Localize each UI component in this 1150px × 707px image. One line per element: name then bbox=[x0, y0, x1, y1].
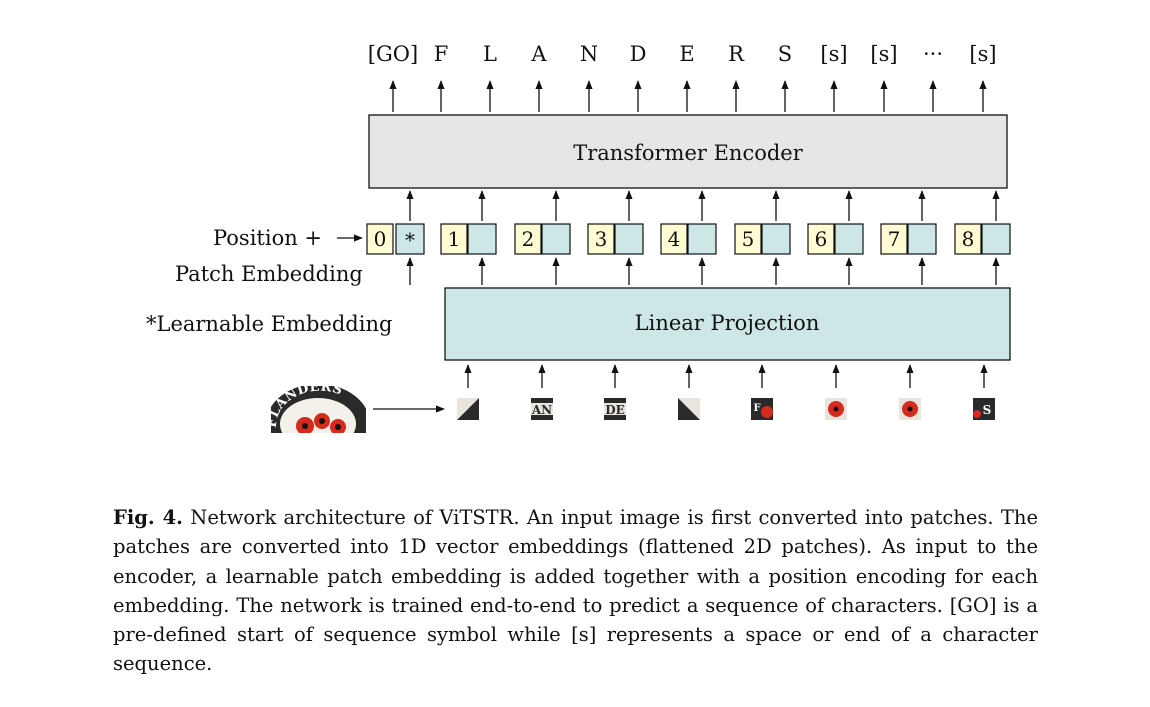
input-patch: S bbox=[973, 398, 995, 420]
position-box bbox=[807, 223, 835, 255]
input-patch bbox=[457, 398, 479, 420]
patch-text: AN bbox=[531, 403, 552, 417]
transformer-encoder-box bbox=[368, 114, 1008, 189]
projection-to-embedding-arrows bbox=[406, 257, 1000, 285]
patch-embedding-box bbox=[907, 223, 937, 255]
input-patch: AN bbox=[531, 398, 553, 420]
patch-embedding-box bbox=[761, 223, 791, 255]
linear-projection-box bbox=[444, 287, 1011, 361]
learnable-symbol: * bbox=[405, 228, 415, 252]
position-box bbox=[954, 223, 982, 255]
input-patch-row: AN DE F S bbox=[457, 398, 995, 420]
caption-label: Fig. 4. bbox=[113, 506, 183, 529]
output-token: [s] bbox=[820, 42, 847, 66]
patch-embedding-box bbox=[614, 223, 644, 255]
input-patch: F bbox=[751, 398, 773, 420]
position-index: 2 bbox=[522, 227, 535, 251]
position-index: 3 bbox=[595, 227, 608, 251]
output-token: L bbox=[483, 42, 497, 66]
input-patch bbox=[825, 398, 847, 420]
position-box bbox=[366, 223, 394, 255]
position-label: Position + bbox=[213, 226, 322, 250]
position-index: 7 bbox=[888, 227, 901, 251]
input-patch bbox=[899, 398, 921, 420]
linear-projection-label: Linear Projection bbox=[635, 311, 820, 335]
output-token: A bbox=[530, 42, 547, 66]
embedding-token-row: 0 * 1 2 3 4 5 6 7 8 bbox=[366, 223, 1011, 255]
position-box bbox=[440, 223, 468, 255]
learnable-embedding-box bbox=[395, 223, 425, 255]
caption-text: Network architecture of ViTSTR. An input… bbox=[113, 506, 1038, 676]
position-index: 1 bbox=[448, 227, 461, 251]
output-token: [GO] bbox=[368, 42, 418, 66]
patch-embedding-box bbox=[687, 223, 717, 255]
position-index: 4 bbox=[668, 227, 681, 251]
output-token-row: [GO] F L A N D E R S [s] [s] ··· [s] bbox=[368, 42, 997, 66]
position-box bbox=[880, 223, 908, 255]
figure-caption: Fig. 4. Network architecture of ViTSTR. … bbox=[113, 503, 1038, 679]
input-patch: DE bbox=[604, 398, 626, 420]
position-index: 5 bbox=[742, 227, 755, 251]
output-token: [s] bbox=[870, 42, 897, 66]
output-token: S bbox=[778, 42, 792, 66]
output-token: R bbox=[728, 42, 745, 66]
input-image: FLANDERS bbox=[271, 386, 366, 433]
patch-embedding-box bbox=[541, 223, 571, 255]
position-index: 6 bbox=[815, 227, 828, 251]
position-box bbox=[514, 223, 542, 255]
embedding-to-encoder-arrows bbox=[406, 190, 1000, 221]
position-box bbox=[734, 223, 762, 255]
position-box bbox=[587, 223, 615, 255]
input-patch bbox=[678, 398, 700, 420]
patch-to-projection-arrows bbox=[464, 364, 988, 388]
output-token: F bbox=[434, 42, 449, 66]
patch-embedding-box bbox=[834, 223, 864, 255]
output-token: N bbox=[580, 42, 598, 66]
output-token: [s] bbox=[969, 42, 996, 66]
patch-embedding-box bbox=[981, 223, 1011, 255]
position-box bbox=[660, 223, 688, 255]
patch-text: DE bbox=[605, 403, 625, 417]
position-index: 8 bbox=[962, 227, 975, 251]
position-index: 0 bbox=[374, 227, 387, 251]
patch-embedding-label: Patch Embedding bbox=[175, 262, 363, 286]
output-token: ··· bbox=[923, 42, 943, 66]
patch-embedding-box bbox=[467, 223, 497, 255]
patch-text: S bbox=[983, 403, 992, 417]
output-token: E bbox=[679, 42, 694, 66]
patch-text: F bbox=[753, 403, 760, 414]
learnable-embedding-label: *Learnable Embedding bbox=[146, 312, 392, 336]
output-arrows bbox=[389, 80, 987, 112]
transformer-encoder-label: Transformer Encoder bbox=[573, 141, 804, 165]
output-token: D bbox=[630, 42, 647, 66]
